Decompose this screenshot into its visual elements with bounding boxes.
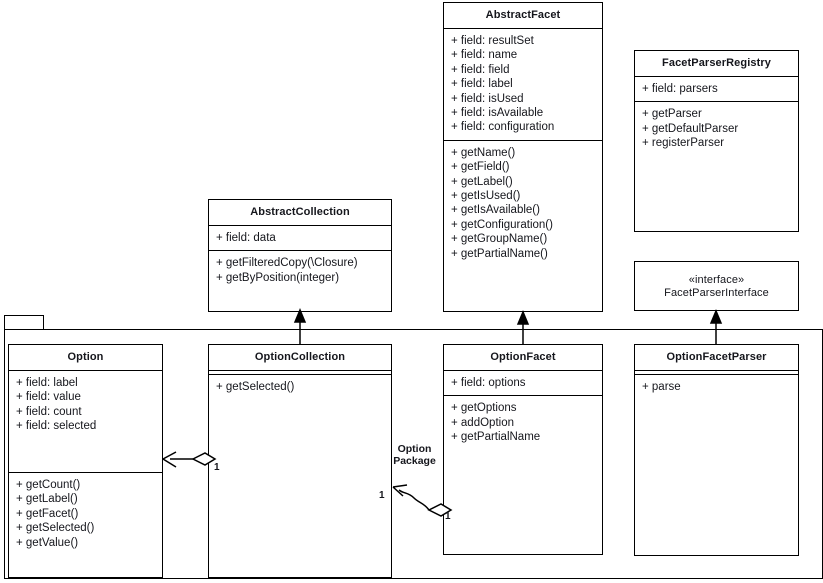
class-box-facet-parser-interface[interactable]: «interface» FacetParserInterface <box>634 261 799 311</box>
method-item: + getGroupName() <box>451 233 548 246</box>
class-box-abstract-facet[interactable]: AbstractFacet + field: resultSet + field… <box>443 2 603 312</box>
class-title-option: Option <box>9 345 162 371</box>
interface-name-label: FacetParserInterface <box>664 287 769 299</box>
method-item: + getDefaultParser <box>642 122 739 135</box>
class-title-option-collection: OptionCollection <box>209 345 391 371</box>
class-box-option-facet[interactable]: OptionFacet + field: options + getOption… <box>443 344 603 555</box>
methods-compartment-option-collection: + getSelected() <box>209 375 391 577</box>
method-item: + getSelected() <box>16 522 95 535</box>
class-title-option-facet: OptionFacet <box>444 345 602 371</box>
method-item: + getIsUsed() <box>451 190 521 203</box>
attributes-compartment-abstract-facet: + field: resultSet + field: name + field… <box>444 29 602 141</box>
attribute-item: + field: field <box>451 63 510 76</box>
method-item: + parse <box>642 381 681 393</box>
class-box-option-facet-parser[interactable]: OptionFacetParser + parse <box>634 344 799 556</box>
method-item: + getName() <box>451 146 516 159</box>
method-item: + getOptions <box>451 402 517 415</box>
attributes-compartment-option-facet: + field: options <box>444 371 602 397</box>
method-item: + getIsAvailable() <box>451 204 540 217</box>
multiplicity-option-facet-target: 1 <box>445 511 451 522</box>
attribute-item: + field: name <box>451 49 518 62</box>
method-item: + registerParser <box>642 137 725 150</box>
class-title-facet-parser-interface: «interface» FacetParserInterface <box>635 262 798 306</box>
attributes-compartment-option-facet-parser <box>635 371 798 375</box>
class-box-option-collection[interactable]: OptionCollection + getSelected() <box>208 344 392 578</box>
package-tab <box>4 315 44 330</box>
stereotype-label: «interface» <box>688 274 745 286</box>
attribute-item: + field: label <box>451 78 513 91</box>
methods-compartment-abstract-facet: + getName() + getField() + getLabel() + … <box>444 141 602 311</box>
method-item: + getFacet() <box>16 507 79 520</box>
attribute-item: + field: configuration <box>451 121 555 134</box>
methods-compartment-option-facet: + getOptions + addOption + getPartialNam… <box>444 396 602 554</box>
method-item: + getPartialName() <box>451 247 548 260</box>
class-box-facet-parser-registry[interactable]: FacetParserRegistry + field: parsers + g… <box>634 50 799 232</box>
class-title-abstract-collection: AbstractCollection <box>209 200 391 226</box>
attribute-item: + field: selected <box>16 420 97 433</box>
method-item: + getSelected() <box>216 381 295 393</box>
methods-compartment-abstract-collection: + getFilteredCopy(\Closure) + getByPosit… <box>209 251 391 311</box>
attribute-item: + field: count <box>16 405 82 418</box>
methods-compartment-option-facet-parser: + parse <box>635 375 798 555</box>
attribute-item: + field: value <box>16 391 81 404</box>
method-item: + getField() <box>451 161 510 174</box>
class-title-abstract-facet: AbstractFacet <box>444 3 602 29</box>
method-item: + getByPosition(integer) <box>216 271 340 284</box>
attribute-item: + field: isAvailable <box>451 107 544 120</box>
association-label-option-package: Option Package <box>392 443 437 467</box>
multiplicity-option-collection-aggregation: 1 <box>214 462 220 473</box>
methods-compartment-option: + getCount() + getLabel() + getFacet() +… <box>9 473 162 577</box>
method-item: + getPartialName <box>451 431 541 444</box>
attribute-item: + field: options <box>451 377 526 389</box>
attribute-item: + field: parsers <box>642 83 718 95</box>
attributes-compartment-abstract-collection: + field: data <box>209 226 391 252</box>
association-label-line2: Package <box>393 455 436 467</box>
attributes-compartment-facet-parser-registry: + field: parsers <box>635 77 798 103</box>
method-item: + getFilteredCopy(\Closure) <box>216 257 358 270</box>
method-item: + getParser <box>642 108 702 121</box>
class-box-option[interactable]: Option + field: label + field: value + f… <box>8 344 163 578</box>
multiplicity-option-collection-source: 1 <box>379 490 385 501</box>
method-item: + getLabel() <box>16 493 78 506</box>
class-box-abstract-collection[interactable]: AbstractCollection + field: data + getFi… <box>208 199 392 312</box>
class-title-option-facet-parser: OptionFacetParser <box>635 345 798 371</box>
attribute-item: + field: resultSet <box>451 35 534 47</box>
class-title-facet-parser-registry: FacetParserRegistry <box>635 51 798 77</box>
attributes-compartment-option-collection <box>209 371 391 375</box>
method-item: + getLabel() <box>451 175 513 188</box>
method-item: + addOption <box>451 416 514 429</box>
method-item: + getConfiguration() <box>451 218 553 231</box>
attribute-item: + field: isUsed <box>451 92 524 105</box>
association-label-line1: Option <box>397 443 432 455</box>
attribute-item: + field: data <box>216 232 276 244</box>
methods-compartment-facet-parser-registry: + getParser + getDefaultParser + registe… <box>635 102 798 231</box>
attributes-compartment-option: + field: label + field: value + field: c… <box>9 371 162 473</box>
method-item: + getCount() <box>16 479 81 491</box>
attribute-item: + field: label <box>16 377 78 389</box>
method-item: + getValue() <box>16 536 79 549</box>
